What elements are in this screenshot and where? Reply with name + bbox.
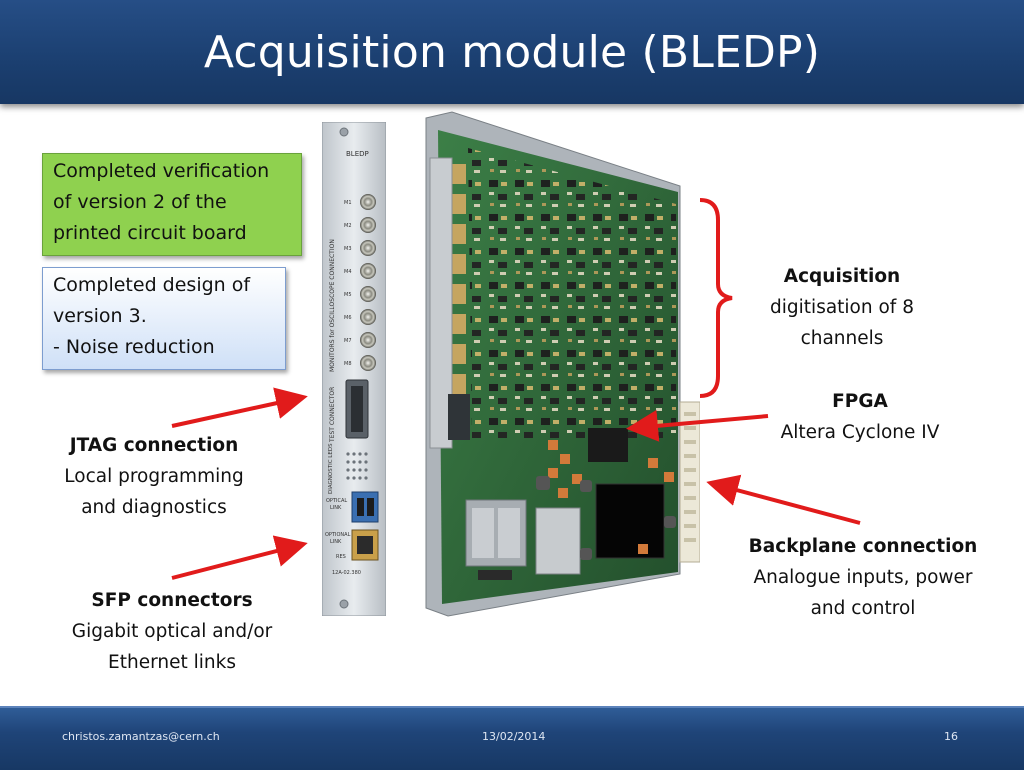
bnc-connector-icon: [360, 355, 376, 371]
footer-email: christos.zamantzas@cern.ch: [62, 730, 220, 743]
channel-label: M4: [344, 269, 352, 275]
sfp-line: Gigabit optical and/or: [71, 621, 273, 642]
channel-label: M6: [344, 315, 352, 321]
part-number: 12A-02.380: [332, 570, 361, 576]
jtag-callout: JTAG connection Local programming and di…: [34, 430, 274, 523]
backplane-line: and control: [810, 598, 916, 619]
bnc-connector-icon: [360, 309, 376, 325]
channel-label: M2: [344, 223, 352, 229]
bnc-connector-icon: [360, 240, 376, 256]
acquisition-title: Acquisition: [783, 266, 901, 287]
fpga-chip-icon: [588, 428, 628, 462]
jtag-line: and diagnostics: [81, 497, 227, 518]
verification-box: Completed verification of version 2 of t…: [42, 153, 302, 256]
footer-date: 13/02/2014: [482, 730, 546, 743]
sfp-line: Ethernet links: [108, 652, 236, 673]
panel-monitors-label: MONITORS for OSCILLOSCOPE CONNECTION: [329, 239, 336, 372]
backplane-title: Backplane connection: [748, 536, 978, 557]
channel-label: M5: [344, 292, 352, 298]
jtag-title: JTAG connection: [69, 435, 239, 456]
backplane-callout: Backplane connection Analogue inputs, po…: [728, 531, 998, 624]
channel-label: M7: [344, 338, 352, 344]
backplane-line: Analogue inputs, power: [753, 567, 973, 588]
acquisition-brace: [699, 198, 733, 398]
footer: christos.zamantzas@cern.ch 13/02/2014 16: [0, 706, 1024, 770]
main-chip-icon: [595, 483, 665, 559]
jtag-arrow: [171, 387, 308, 428]
bnc-connector-icon: [360, 332, 376, 348]
acquisition-line: channels: [800, 328, 884, 349]
fpga-arrow: [626, 409, 769, 442]
slide-title: Acquisition module (BLEDP): [203, 26, 821, 78]
channel-label: M8: [344, 361, 352, 367]
optical-link-label: LINK: [330, 505, 342, 511]
sfp-callout: SFP connectors Gigabit optical and/or Et…: [40, 585, 304, 678]
design-text-line1: Completed design of version 3.: [53, 274, 251, 327]
sfp-arrow: [171, 535, 308, 580]
optional-link-label: OPTIONAL: [325, 532, 351, 538]
bnc-connector-icon: [360, 286, 376, 302]
panel-name: BLEDP: [346, 150, 369, 158]
acquisition-line: digitisation of 8: [770, 297, 914, 318]
channel-label: M3: [344, 246, 352, 252]
fpga-callout: FPGA Altera Cyclone IV: [760, 386, 960, 448]
fpga-line: Altera Cyclone IV: [780, 422, 940, 443]
bnc-connector-icon: [360, 217, 376, 233]
title-bar: Acquisition module (BLEDP): [0, 0, 1024, 104]
bnc-connectors: M1 M2 M3 M4 M5 M6 M7 M8: [344, 194, 376, 371]
bnc-connector-icon: [360, 263, 376, 279]
panel-diag-label: DIAGNOSTIC LEDS: [328, 443, 334, 494]
acquisition-callout: Acquisition digitisation of 8 channels: [742, 261, 942, 354]
shield-can-icon: [535, 507, 581, 575]
backplane-arrow: [706, 474, 861, 525]
verification-text: Completed verification of version 2 of t…: [53, 160, 270, 244]
design-box: Completed design of version 3. - Noise r…: [42, 267, 286, 370]
optional-link-label: LINK: [330, 539, 342, 545]
design-text-line2: - Noise reduction: [53, 336, 215, 358]
diagnostic-leds: [346, 452, 368, 480]
panel-test-label: TEST CONNECTOR: [329, 387, 336, 443]
front-panel-photo: BLEDP MONITORS for OSCILLOSCOPE CONNECTI…: [322, 122, 386, 616]
pcb-board-photo: [425, 111, 700, 617]
bnc-connector-icon: [360, 194, 376, 210]
fpga-title: FPGA: [832, 391, 888, 412]
optical-link-label: OPTICAL: [326, 498, 347, 504]
res-label: RES: [336, 554, 346, 560]
jtag-line: Local programming: [64, 466, 244, 487]
page-number: 16: [944, 730, 958, 743]
sfp-title: SFP connectors: [91, 590, 253, 611]
channel-label: M1: [344, 200, 352, 206]
